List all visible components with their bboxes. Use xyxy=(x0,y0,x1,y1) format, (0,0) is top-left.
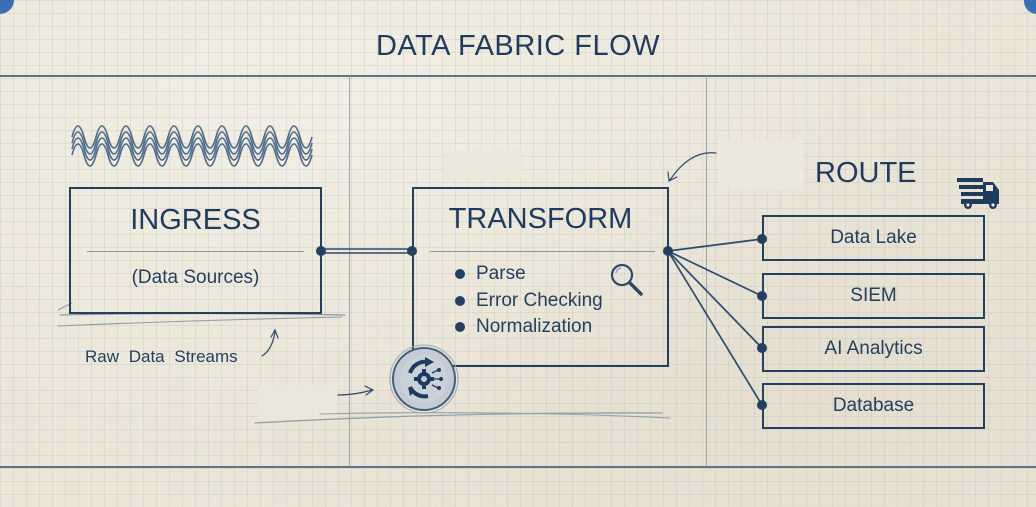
delivery-truck-icon xyxy=(957,178,999,209)
transform-steps: Parse Error Checking Normalization xyxy=(454,261,603,341)
transform-separator xyxy=(430,251,655,252)
destination-ai-analytics: AI Analytics xyxy=(762,326,985,372)
gear-cycle-icon xyxy=(389,344,459,414)
diagram-title: DATA FABRIC FLOW xyxy=(375,30,661,62)
destination-siem: SIEM xyxy=(762,273,985,319)
wave-signal-icon xyxy=(71,125,313,167)
destination-label: AI Analytics xyxy=(824,338,923,359)
magnifier-icon xyxy=(610,263,643,296)
destination-data-lake: Data Lake xyxy=(762,215,985,261)
ingress-subtitle: (Data Sources) xyxy=(131,267,260,288)
destination-label: Database xyxy=(832,395,915,416)
header-divider xyxy=(0,75,1036,77)
destination-label: Data Lake xyxy=(830,227,917,248)
transform-title: TRANSFORM xyxy=(448,203,633,235)
transform-box: TRANSFORM Parse Error Checking Normaliza… xyxy=(412,187,669,367)
erased-patch xyxy=(718,140,803,190)
destination-database: Database xyxy=(762,383,985,429)
step-error-checking: Error Checking xyxy=(454,288,603,315)
ingress-separator xyxy=(87,251,304,252)
destination-label: SIEM xyxy=(850,285,897,306)
column-divider-1 xyxy=(349,76,350,466)
ingress-box: INGRESS (Data Sources) xyxy=(69,187,322,314)
erased-patch xyxy=(443,150,523,180)
step-normalization: Normalization xyxy=(454,314,603,341)
ingress-title: INGRESS xyxy=(130,204,261,236)
step-parse: Parse xyxy=(454,261,603,288)
raw-data-streams-annotation: Raw Data Streams xyxy=(85,347,238,366)
route-title: ROUTE xyxy=(815,157,917,189)
footer-divider xyxy=(0,466,1036,468)
column-divider-2 xyxy=(706,76,707,466)
